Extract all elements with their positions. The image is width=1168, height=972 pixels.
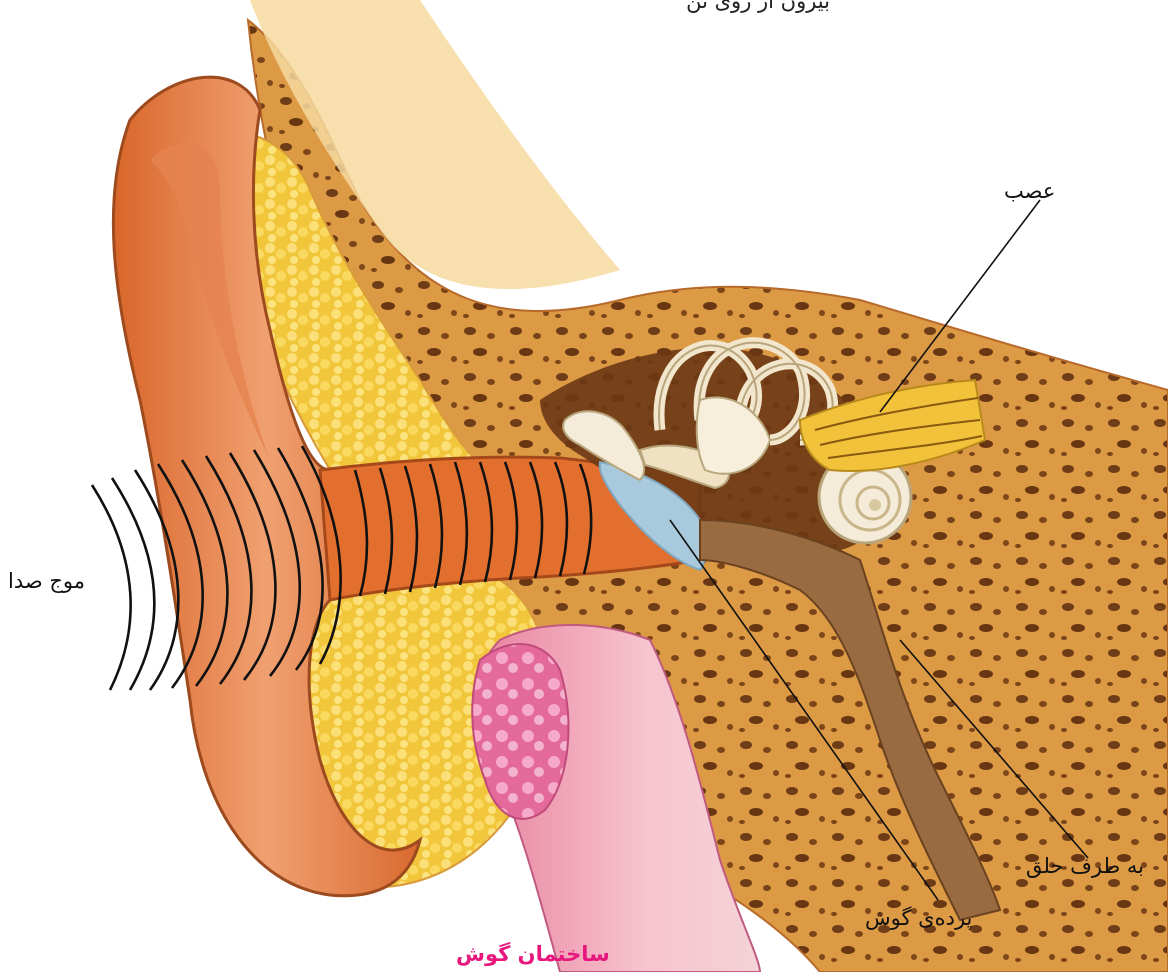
label-eardrum: پرده‌ی گوش — [865, 908, 972, 929]
label-to-throat: به طرف حلق — [1026, 856, 1144, 877]
top-text-fragment: بیرون از روی تن — [686, 0, 830, 12]
label-sound-wave: موج صدا — [8, 571, 85, 592]
label-nerve: عصب — [1004, 181, 1055, 202]
diagram-caption: ساختمان گوش — [456, 944, 610, 965]
